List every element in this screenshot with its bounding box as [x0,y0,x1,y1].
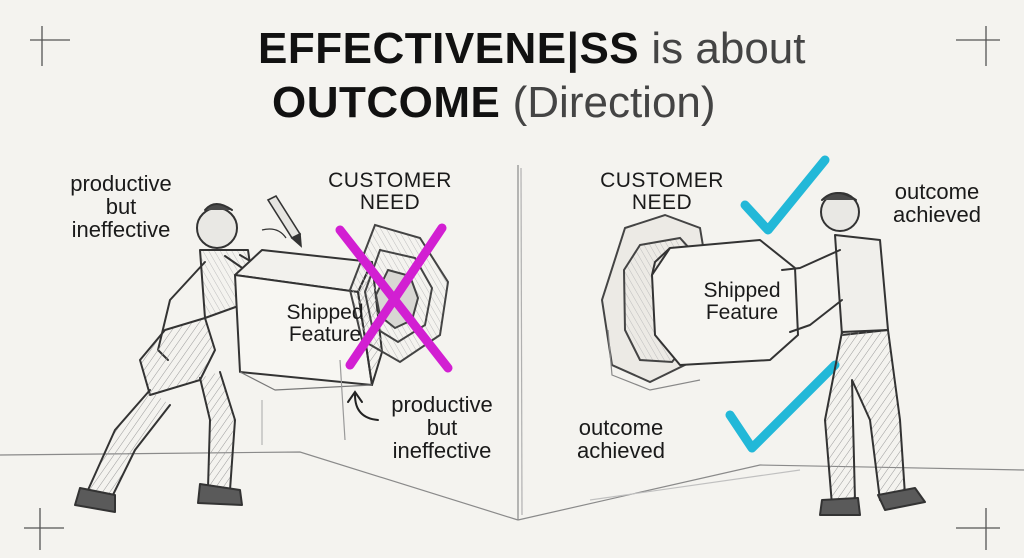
cross-mark-icon [335,223,453,373]
left-box-label: Shipped Feature [284,301,366,347]
right-top-note: outcome achieved [886,180,988,226]
title-light-1: is about [651,24,806,73]
note-line: productive [391,392,493,417]
note-line: ineffective [392,438,492,464]
left-worker [74,203,279,513]
note-line: outcome [578,415,664,440]
room-lines [0,165,1024,521]
check-mark-icon-bottom [725,360,840,453]
note-line: achieved [892,202,982,228]
title-strong-2: OUTCOME [272,78,501,127]
left-top-note: productive but ineffective [62,172,180,241]
note-line: outcome [894,179,980,204]
note-line: achieved [576,438,666,464]
right-bottom-note: outcome achieved [566,416,676,462]
box-label-line: Shipped [286,301,364,324]
note-line: productive [70,171,172,196]
right-customer-need-label: CUSTOMER NEED [600,169,724,215]
title-light-2: (Direction) [512,78,716,127]
need-line: CUSTOMER [328,169,452,192]
title-strong-1: EFFECTIVENE|SS [258,24,640,73]
pencil-icon [261,194,302,248]
page-title-line2: OUTCOME (Direction) [272,78,716,127]
page-title-line1: EFFECTIVENE|SS is about [258,24,806,73]
box-label-line: Feature [705,301,779,325]
note-line: ineffective [71,217,171,243]
right-worker [781,192,926,516]
left-bottom-note: productive but ineffective [386,393,498,462]
box-label-line: Feature [288,323,362,347]
right-box-label: Shipped Feature [700,279,784,325]
note-line: but [426,415,458,441]
curved-arrow [347,390,379,421]
need-line: NEED [359,191,421,215]
box-label-line: Shipped [703,279,781,302]
need-line: CUSTOMER [600,169,724,192]
right-shipped-box [651,239,799,366]
corner-marks [24,26,1000,550]
need-line: NEED [631,191,693,215]
note-line: but [105,194,137,220]
left-customer-need-label: CUSTOMER NEED [326,169,454,215]
check-mark-icon [740,155,830,235]
